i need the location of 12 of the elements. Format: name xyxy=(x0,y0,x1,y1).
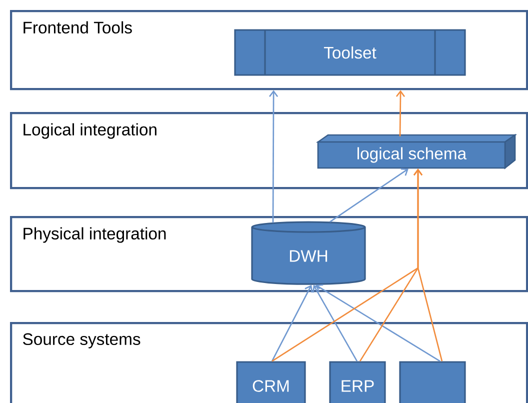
arrow xyxy=(316,284,440,362)
system-box xyxy=(399,361,466,403)
database-cylinder: DWH xyxy=(251,221,366,285)
system-box: CRM xyxy=(236,361,306,403)
system-box: ERP xyxy=(329,361,386,403)
arrow xyxy=(271,284,313,362)
arrow xyxy=(330,168,408,222)
toolset-box: Toolset xyxy=(234,29,466,76)
arrow xyxy=(269,90,278,223)
arrow xyxy=(312,284,358,362)
arrow xyxy=(413,168,443,362)
arrow xyxy=(396,90,406,136)
